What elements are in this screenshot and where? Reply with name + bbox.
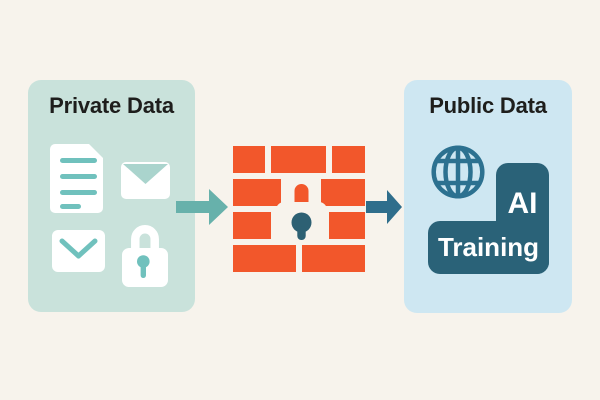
document-text-lines <box>60 158 97 209</box>
private-card-title: Private Data <box>49 93 174 118</box>
document-icon <box>50 144 103 213</box>
badge-line2-label: Training <box>437 232 540 262</box>
public-card-title: Public Data <box>429 93 547 118</box>
firewall-icon <box>233 146 365 272</box>
envelope-chevron <box>59 238 98 259</box>
firewall-lock-keyhole <box>291 212 312 240</box>
arrow-private-to-firewall-icon <box>176 189 228 225</box>
padlock-keyhole <box>137 255 150 278</box>
badge-line1-label: AI <box>507 187 538 220</box>
private-data-card: Private Data <box>28 80 195 312</box>
public-data-card: Public Data AI Training <box>404 80 572 313</box>
firewall-lock-shackle <box>283 173 320 204</box>
arrow-firewall-to-public-icon <box>366 190 402 224</box>
globe-icon <box>431 145 485 199</box>
envelope-flap <box>123 164 168 184</box>
envelope-open-icon <box>52 230 105 272</box>
ai-training-badge-horizontal: Training <box>428 221 549 274</box>
envelope-closed-icon <box>121 162 170 199</box>
firewall-bricks <box>233 146 365 272</box>
padlock-icon <box>122 225 168 287</box>
